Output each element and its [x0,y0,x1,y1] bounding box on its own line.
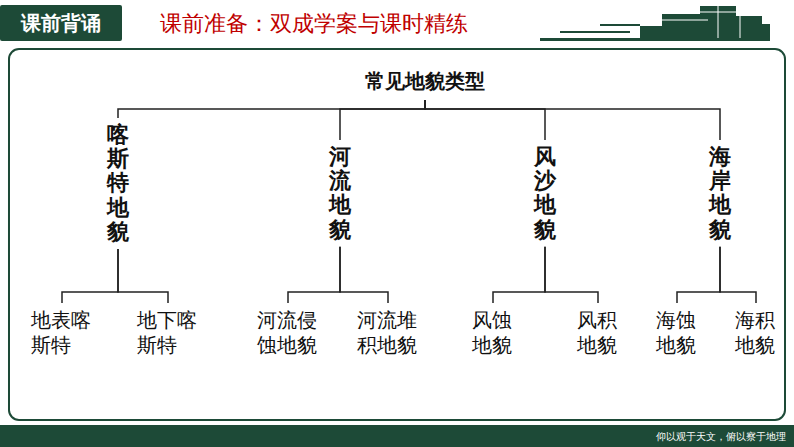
node-label: 风沙地貌 [534,145,556,242]
node-label: 河流侵蚀地貌 [257,308,319,358]
node-label: 地表喀斯特 [31,308,93,358]
leaf-box: 海蚀地貌 [654,306,700,360]
node-label: 河流堆积地貌 [357,308,419,358]
section-tab: 课前背诵 [0,5,122,41]
tree-connector [340,247,388,303]
motto-text: 仰以观于天文，俯以察于地理 [656,430,786,444]
node-label: 海岸地貌 [709,145,731,242]
tree-connector [425,100,545,140]
root-box: 常见地貌类型 [363,66,487,97]
leaf-box: 地表喀斯特 [29,306,95,360]
tree-connector [677,247,720,303]
node-label: 喀斯特地貌 [107,123,129,244]
tree-connector [340,100,425,140]
book-stack-icon [540,6,770,41]
footer-band: 仰以观于天文，俯以察于地理 [0,425,794,447]
leaf-box: 风蚀地貌 [470,306,516,360]
tree-connector [288,247,340,303]
node-label: 海蚀地貌 [656,308,698,358]
tree-connector [425,100,720,140]
tree-connector [720,247,756,303]
node-label: 风积地貌 [577,308,619,358]
category-box: 风沙地貌 [532,143,558,244]
leaf-box: 地下喀斯特 [135,306,201,360]
leaf-box: 河流侵蚀地貌 [255,306,321,360]
book-spines [662,6,740,38]
node-label: 海积地貌 [735,308,777,358]
node-label: 河流地貌 [329,145,351,242]
category-box: 河流地貌 [327,143,353,244]
content-frame [9,49,785,420]
leaf-box: 河流堆积地貌 [355,306,421,360]
leaf-box: 海积地貌 [733,306,779,360]
node-label: 常见地貌类型 [365,68,485,95]
tree-connector [545,247,598,303]
node-label: 地下喀斯特 [137,308,199,358]
leaf-box: 风积地貌 [575,306,621,360]
tree-connector [118,249,168,303]
node-label: 课前背诵 [21,10,101,37]
tree-connector [62,249,118,303]
category-box: 喀斯特地貌 [105,121,131,246]
node-label: 风蚀地貌 [472,308,514,358]
page-title: 课前准备：双成学案与课时精练 [160,9,468,39]
tree-connector [493,247,545,303]
category-box: 海岸地貌 [707,143,733,244]
